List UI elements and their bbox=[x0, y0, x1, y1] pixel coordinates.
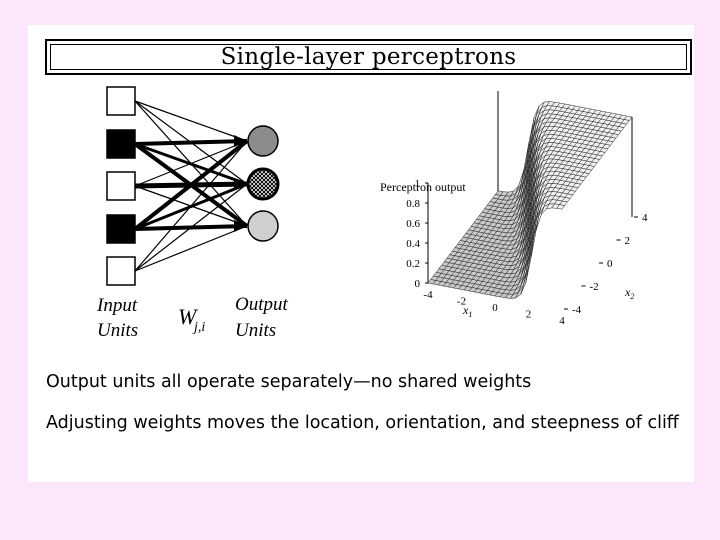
input-units bbox=[106, 86, 136, 286]
x2-axis-label: x2 bbox=[624, 285, 634, 301]
x1-tick-label: 2 bbox=[526, 309, 532, 321]
plot-z-label: Perceptron output bbox=[380, 180, 466, 194]
weight-edge bbox=[134, 100, 248, 142]
x1-tick-label: 0 bbox=[492, 302, 498, 314]
z-tick-label: 0.8 bbox=[406, 198, 420, 210]
z-tick-labels: 1 0.8 0.6 0.4 0.2 0 bbox=[406, 178, 428, 290]
x2-tick-label: 0 bbox=[607, 258, 613, 270]
bullet-1: Output units all operate separately—no s… bbox=[46, 372, 532, 392]
title-frame: Single-layer perceptrons bbox=[45, 39, 692, 75]
weight-edge bbox=[134, 139, 248, 146]
input-unit bbox=[106, 256, 136, 286]
input-unit bbox=[106, 129, 136, 159]
input-label-line2: Units bbox=[97, 320, 138, 341]
z-tick-label: 0.6 bbox=[406, 218, 420, 230]
x1-axis-label: x1 bbox=[462, 303, 472, 319]
output-unit bbox=[246, 167, 280, 201]
x2-tick-label: 4 bbox=[642, 212, 648, 224]
z-tick-label: 0.2 bbox=[406, 258, 420, 270]
plot-axes bbox=[427, 91, 633, 283]
weight-edge bbox=[134, 140, 248, 187]
x1-tick-label: 4 bbox=[559, 315, 565, 327]
surface-mesh bbox=[427, 101, 633, 299]
x1-tick-labels: -4 -2 0 2 4 bbox=[423, 289, 565, 327]
z-tick-label: 1 bbox=[415, 178, 421, 190]
output-label-line1: Output bbox=[235, 294, 289, 315]
output-unit bbox=[247, 125, 279, 157]
output-unit bbox=[247, 210, 279, 242]
weight-edge bbox=[134, 225, 248, 272]
weight-edge bbox=[134, 183, 248, 272]
input-unit bbox=[106, 214, 136, 244]
bullet-2: Adjusting weights moves the location, or… bbox=[46, 413, 679, 433]
x2-tick-label: -4 bbox=[572, 304, 582, 316]
input-label-line1: Input bbox=[96, 295, 138, 316]
surface-cell bbox=[556, 204, 566, 210]
x2-tick-label: 2 bbox=[625, 235, 631, 247]
weight-edge bbox=[133, 139, 249, 231]
slide: Single-layer perceptrons bbox=[28, 25, 694, 482]
weight-symbol: W bbox=[178, 304, 198, 329]
z-tick-label: 0 bbox=[415, 278, 421, 290]
weight-subscript: j,i bbox=[192, 320, 205, 335]
weight-edge bbox=[134, 140, 248, 272]
x1-tick-label: -4 bbox=[423, 289, 433, 301]
arrow-head bbox=[234, 178, 247, 190]
input-unit bbox=[106, 171, 136, 201]
arrow-head bbox=[234, 135, 247, 147]
weight-edges bbox=[133, 100, 249, 272]
x2-tick-label: -2 bbox=[590, 281, 599, 293]
arrow-head bbox=[234, 220, 247, 232]
input-unit bbox=[106, 86, 136, 116]
x1-tick-label: -2 bbox=[457, 296, 466, 308]
x2-tick-labels: -4 -2 024 bbox=[564, 212, 648, 316]
output-label-line2: Units bbox=[235, 320, 276, 341]
z-tick-label: 0.4 bbox=[406, 238, 420, 250]
output-units bbox=[246, 125, 280, 242]
